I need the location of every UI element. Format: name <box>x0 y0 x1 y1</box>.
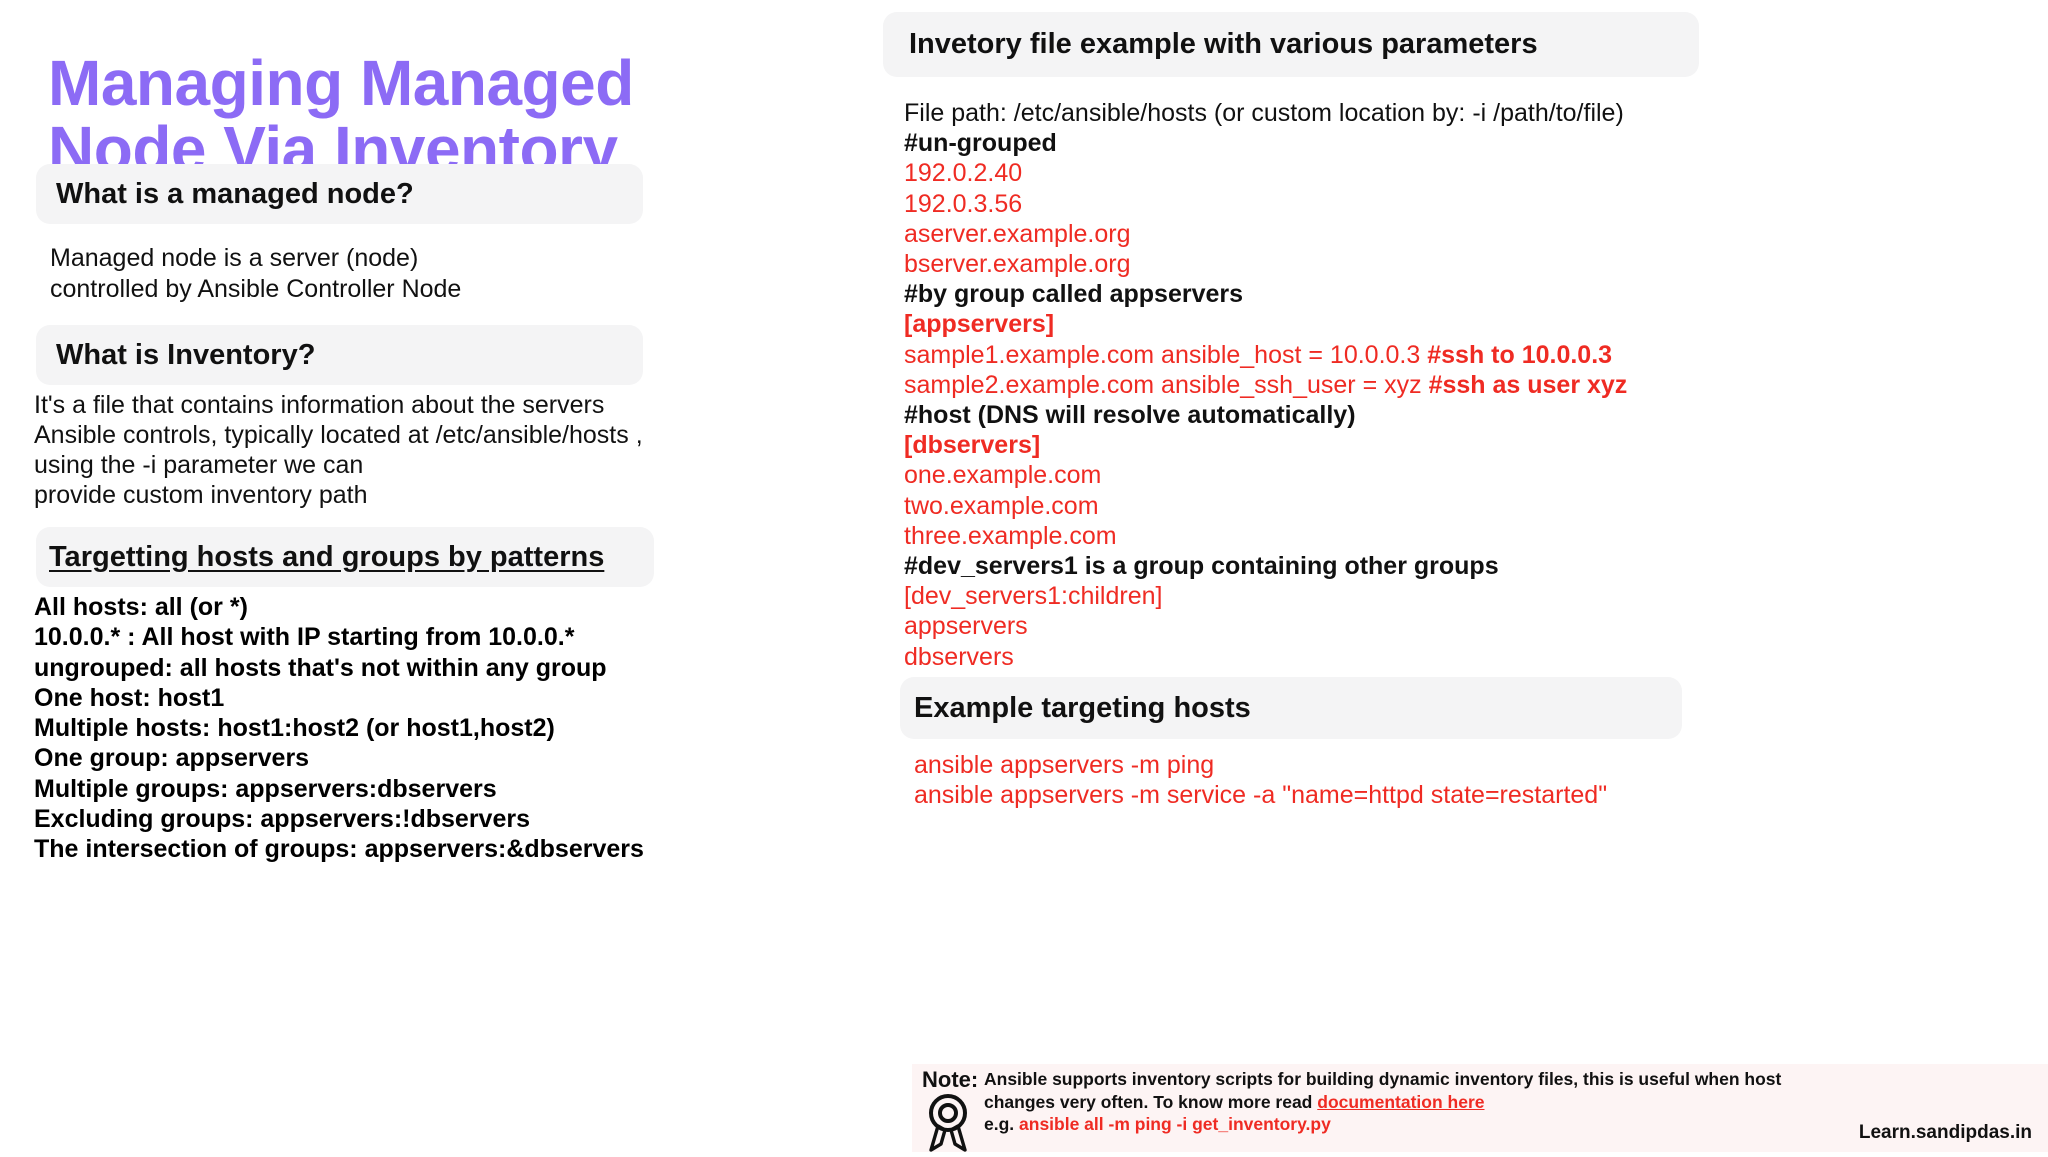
code-line: aserver.example.org <box>904 219 1131 248</box>
note-line-2-prefix: changes very often. To know more read <box>984 1091 1318 1112</box>
list-item: Multiple hosts: host1:host2 (or host1,ho… <box>34 714 555 743</box>
note-box: Note: Ansible supports inventory scripts… <box>912 1064 2048 1152</box>
inventory-code-block: File path: /etc/ansible/hosts (or custom… <box>904 98 2034 672</box>
code-line-text: sample1.example.com ansible_host = 10.0.… <box>904 340 1428 369</box>
note-line-2: changes very often. To know more read do… <box>984 1091 2014 1114</box>
code-line: three.example.com <box>904 521 1117 550</box>
code-line: dbservers <box>904 642 1014 671</box>
code-line: sample2.example.com ansible_ssh_user = x… <box>904 370 2034 400</box>
section-header-managed-node-label: What is a managed node? <box>56 177 414 210</box>
note-line-3: e.g. ansible all -m ping -i get_inventor… <box>984 1113 2014 1136</box>
list-item: Excluding groups: appservers:!dbservers <box>34 805 530 834</box>
list-item: The intersection of groups: appservers:&… <box>34 835 644 864</box>
code-line: File path: /etc/ansible/hosts (or custom… <box>904 99 1624 127</box>
left-column: Managing Managed Node Via Inventory What… <box>0 0 880 1152</box>
note-line-3-prefix: e.g. <box>984 1114 1020 1134</box>
note-body: Ansible supports inventory scripts for b… <box>984 1068 2014 1136</box>
section-header-inventory-example-label: Invetory file example with various param… <box>909 28 1538 60</box>
page-title-line-1: Managing Managed <box>48 46 634 119</box>
watermark: Learn.sandipdas.in <box>1858 1122 2032 1143</box>
code-line-comment: #ssh to 10.0.0.3 <box>1427 340 1613 369</box>
section-header-inventory-label: What is Inventory? <box>56 338 316 371</box>
code-line: [appservers] <box>904 310 1055 339</box>
list-item: 10.0.0.* : All host with IP starting fro… <box>34 623 575 652</box>
managed-node-body-line-1: Managed node is a server (node) <box>50 244 419 272</box>
section-header-example-targeting: Example targeting hosts <box>900 677 1682 739</box>
code-line: #host (DNS will resolve automatically) <box>904 401 1356 430</box>
code-line: #by group called appservers <box>904 280 1244 309</box>
inventory-body-line-3: using the -i parameter we can <box>34 451 364 479</box>
managed-node-body-line-2: controlled by Ansible Controller Node <box>50 275 462 303</box>
section-header-example-targeting-label: Example targeting hosts <box>914 691 1251 724</box>
section-header-targetting-label: Targetting hosts and groups by patterns <box>49 540 605 573</box>
code-line: [dev_servers1:children] <box>904 582 1163 611</box>
code-line: #un-grouped <box>904 129 1057 158</box>
example-commands: ansible appservers -m ping ansible appse… <box>914 750 2014 810</box>
section-header-inventory-example: Invetory file example with various param… <box>883 12 1699 77</box>
list-item: One host: host1 <box>34 683 225 712</box>
inventory-body-line-2: Ansible controls, typically located at /… <box>34 421 643 449</box>
code-line: 192.0.3.56 <box>904 189 1023 218</box>
section-header-targetting: Targetting hosts and groups by patterns <box>36 527 654 587</box>
code-line: two.example.com <box>904 491 1099 520</box>
code-line: 192.0.2.40 <box>904 159 1023 188</box>
list-item: All hosts: all (or *) <box>34 593 248 621</box>
page-title: Managing Managed Node Via Inventory <box>48 50 848 183</box>
inventory-body-line-1: It's a file that contains information ab… <box>34 391 605 419</box>
code-line: sample1.example.com ansible_host = 10.0.… <box>904 340 2034 370</box>
code-line: one.example.com <box>904 461 1102 490</box>
section-header-managed-node: What is a managed node? <box>36 164 643 224</box>
list-item: One group: appservers <box>34 744 310 773</box>
documentation-link[interactable]: documentation here <box>1317 1091 1485 1112</box>
inventory-body: It's a file that contains information ab… <box>34 390 643 510</box>
code-line: #dev_servers1 is a group containing othe… <box>904 552 1499 581</box>
note-line-1: Ansible supports inventory scripts for b… <box>984 1069 1782 1089</box>
code-line: bserver.example.org <box>904 250 1131 279</box>
right-column: Invetory file example with various param… <box>880 0 2048 1152</box>
code-line-text: sample2.example.com ansible_ssh_user = x… <box>904 370 1429 399</box>
note-example-command: ansible all -m ping -i get_inventory.py <box>1019 1114 1331 1134</box>
award-ribbon-icon <box>924 1094 972 1152</box>
list-item: Multiple groups: appservers:dbservers <box>34 774 497 803</box>
code-line: [dbservers] <box>904 431 1041 460</box>
code-line-comment: #ssh as user xyz <box>1428 370 1628 399</box>
command-line: ansible appservers -m service -a "name=h… <box>914 781 1608 809</box>
command-line: ansible appservers -m ping <box>914 751 1215 779</box>
targeting-patterns-list: All hosts: all (or *) 10.0.0.* : All hos… <box>34 592 644 865</box>
inventory-body-line-4: provide custom inventory path <box>34 481 368 509</box>
code-line: appservers <box>904 612 1028 641</box>
list-item: ungrouped: all hosts that's not within a… <box>34 653 607 682</box>
managed-node-body: Managed node is a server (node) controll… <box>50 243 461 305</box>
section-header-inventory: What is Inventory? <box>36 325 643 385</box>
note-label: Note: <box>922 1067 979 1092</box>
